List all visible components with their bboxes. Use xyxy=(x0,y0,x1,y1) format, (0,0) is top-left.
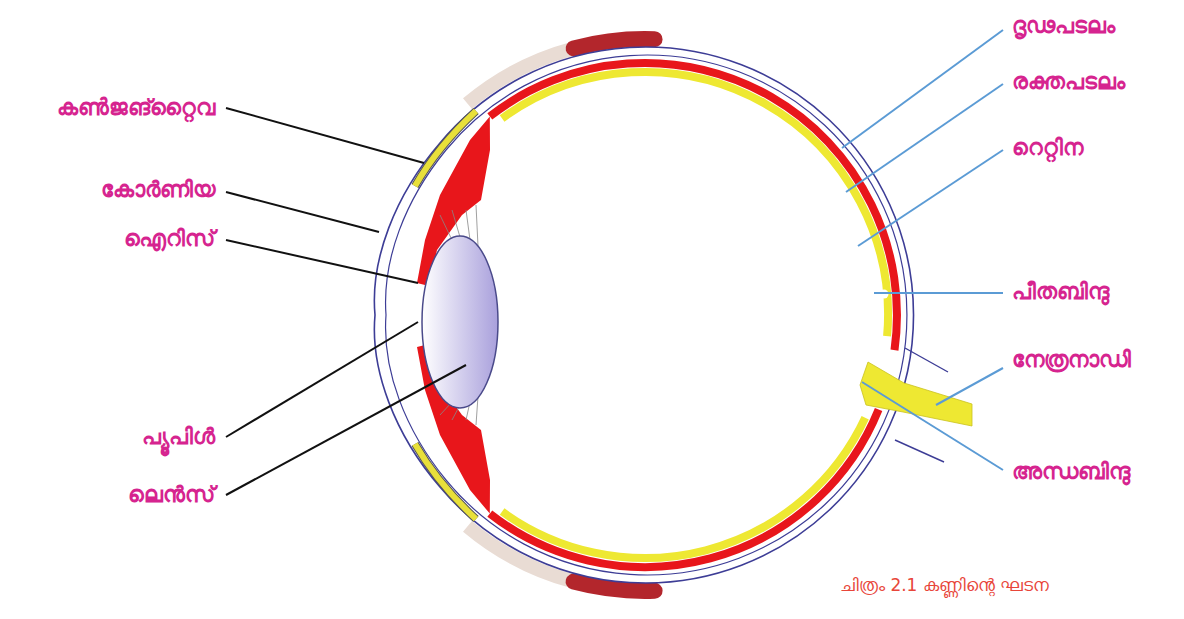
part-label: കോർണിയ xyxy=(101,177,215,203)
leader-line xyxy=(226,240,418,283)
part-label: അന്ധബിന്ദു xyxy=(1012,459,1130,485)
leader-line xyxy=(858,150,1003,246)
retina xyxy=(502,418,865,558)
sclera-inner-line xyxy=(386,55,907,575)
leader-lines-left xyxy=(226,108,466,495)
part-label: രക്തപടലം xyxy=(1012,69,1125,95)
ligament xyxy=(452,210,460,237)
leader-line xyxy=(226,108,424,163)
part-label: ഐറിസ് xyxy=(124,226,215,252)
part-label: കൺജങ്റ്റൈവ xyxy=(57,95,215,121)
ligament xyxy=(476,205,478,246)
part-label: നേത്രനാഡി xyxy=(1012,347,1131,373)
leader-lines-right xyxy=(842,30,1003,470)
part-label: റെറ്റിന xyxy=(1012,135,1083,161)
choroid xyxy=(490,63,897,350)
ligament xyxy=(466,210,470,240)
leader-line xyxy=(936,368,1003,405)
nerve-sheath xyxy=(895,440,944,462)
leader-line xyxy=(226,365,466,495)
nerve-sheath xyxy=(905,348,948,372)
leader-line xyxy=(862,382,1003,470)
leader-line xyxy=(846,84,1003,192)
part-label: ദൃഢപടലം xyxy=(1012,13,1115,39)
sclera-outline xyxy=(374,47,913,583)
leader-line xyxy=(874,292,1003,294)
figure-caption: ചിത്രം 2.1 കണ്ണിന്റെ ഘടന xyxy=(840,575,1049,595)
leader-line xyxy=(226,322,418,437)
ligament xyxy=(440,215,452,240)
part-label: ലെൻസ് xyxy=(128,482,215,508)
leader-line xyxy=(842,30,1003,148)
retina xyxy=(502,72,888,336)
leader-line xyxy=(226,192,379,232)
part-label: പ്യൂപിൾ xyxy=(142,424,215,450)
choroid xyxy=(490,409,879,567)
part-label: പീതബിന്ദു xyxy=(1012,279,1109,305)
